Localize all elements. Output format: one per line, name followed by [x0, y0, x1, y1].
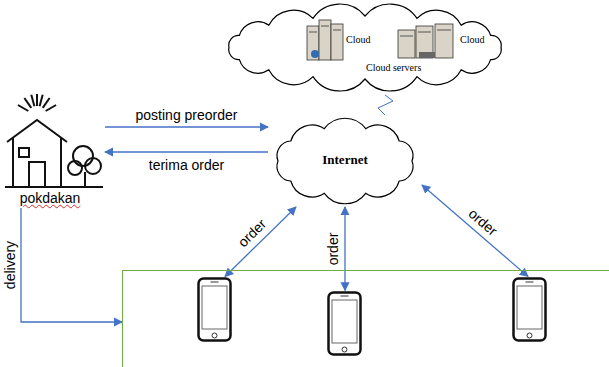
sun-ray	[46, 105, 56, 111]
phone-outline	[512, 277, 547, 342]
smartphone	[197, 277, 232, 342]
internet-outline	[277, 118, 413, 204]
server-slot	[321, 26, 329, 27]
phone-speaker	[525, 281, 533, 282]
sun-ray	[40, 95, 43, 107]
order-arrow	[422, 185, 528, 277]
phone-screen	[517, 286, 542, 329]
edge-label: terima order	[147, 157, 226, 173]
server-tower	[435, 24, 453, 58]
customer-area	[122, 270, 609, 367]
pokdakan-house: pokdakan	[5, 90, 105, 208]
keyboard-icon	[419, 52, 435, 58]
cloud-servers: Cloud CloudCloud servers	[215, 0, 515, 95]
server-tower	[307, 26, 319, 60]
phone-outline	[197, 277, 232, 342]
server-icons	[307, 20, 453, 60]
house-label: pokdakan	[20, 190, 81, 206]
tree-crown	[68, 161, 82, 175]
sun-ray	[43, 98, 50, 108]
edge-label: order	[233, 214, 270, 251]
phone-button	[342, 347, 347, 352]
phone-screen	[202, 286, 227, 329]
roof	[7, 120, 67, 142]
server-slot	[437, 30, 451, 31]
order-arrow	[344, 207, 345, 291]
house-icon	[5, 94, 103, 187]
order-arrow	[225, 207, 296, 277]
smartphone	[512, 277, 547, 342]
sun-ray	[36, 94, 38, 106]
phone-speaker	[210, 281, 218, 282]
server-slot	[333, 30, 341, 31]
internet-cloud: Internet	[268, 115, 422, 207]
tree-crown	[85, 158, 101, 174]
phone-body	[198, 278, 230, 340]
door	[29, 162, 45, 187]
order-return-arrow	[105, 151, 268, 152]
server-tower	[331, 24, 343, 60]
edge-label: order	[325, 230, 341, 267]
window	[19, 148, 29, 157]
server-label: Cloud	[459, 34, 485, 46]
edge-label: order	[464, 204, 502, 240]
posting-arrow	[105, 126, 268, 127]
lightning-link	[378, 95, 393, 115]
cloud-outline	[229, 4, 502, 91]
server-label: Cloud	[345, 34, 371, 46]
phone-outline	[327, 291, 362, 356]
phone-button	[527, 333, 532, 338]
cloud-caption: Cloud servers	[365, 62, 422, 74]
disk-icon	[311, 50, 319, 58]
sun-ray	[24, 98, 31, 108]
edge-label: delivery	[2, 239, 18, 291]
tree-crown	[73, 146, 93, 166]
phone-body	[328, 292, 360, 354]
server-slot	[309, 32, 317, 33]
cloud-outline	[215, 0, 515, 95]
phone-body	[513, 278, 545, 340]
tree-trunk	[84, 172, 86, 187]
server-slot	[400, 36, 413, 37]
server-tower	[398, 30, 415, 58]
server-slot	[418, 32, 431, 33]
ground-line	[5, 186, 103, 188]
edge-label: posting preorder	[134, 107, 240, 123]
smartphone	[327, 291, 362, 356]
sun-ray	[18, 105, 28, 111]
phone-speaker	[340, 295, 348, 296]
phone-screen	[332, 300, 357, 343]
server-tower	[319, 20, 331, 60]
internet-label: Internet	[322, 153, 368, 168]
phone-button	[212, 333, 217, 338]
delivery-arrow	[21, 208, 122, 322]
sun-ray	[31, 95, 34, 107]
house-wall	[13, 138, 61, 187]
